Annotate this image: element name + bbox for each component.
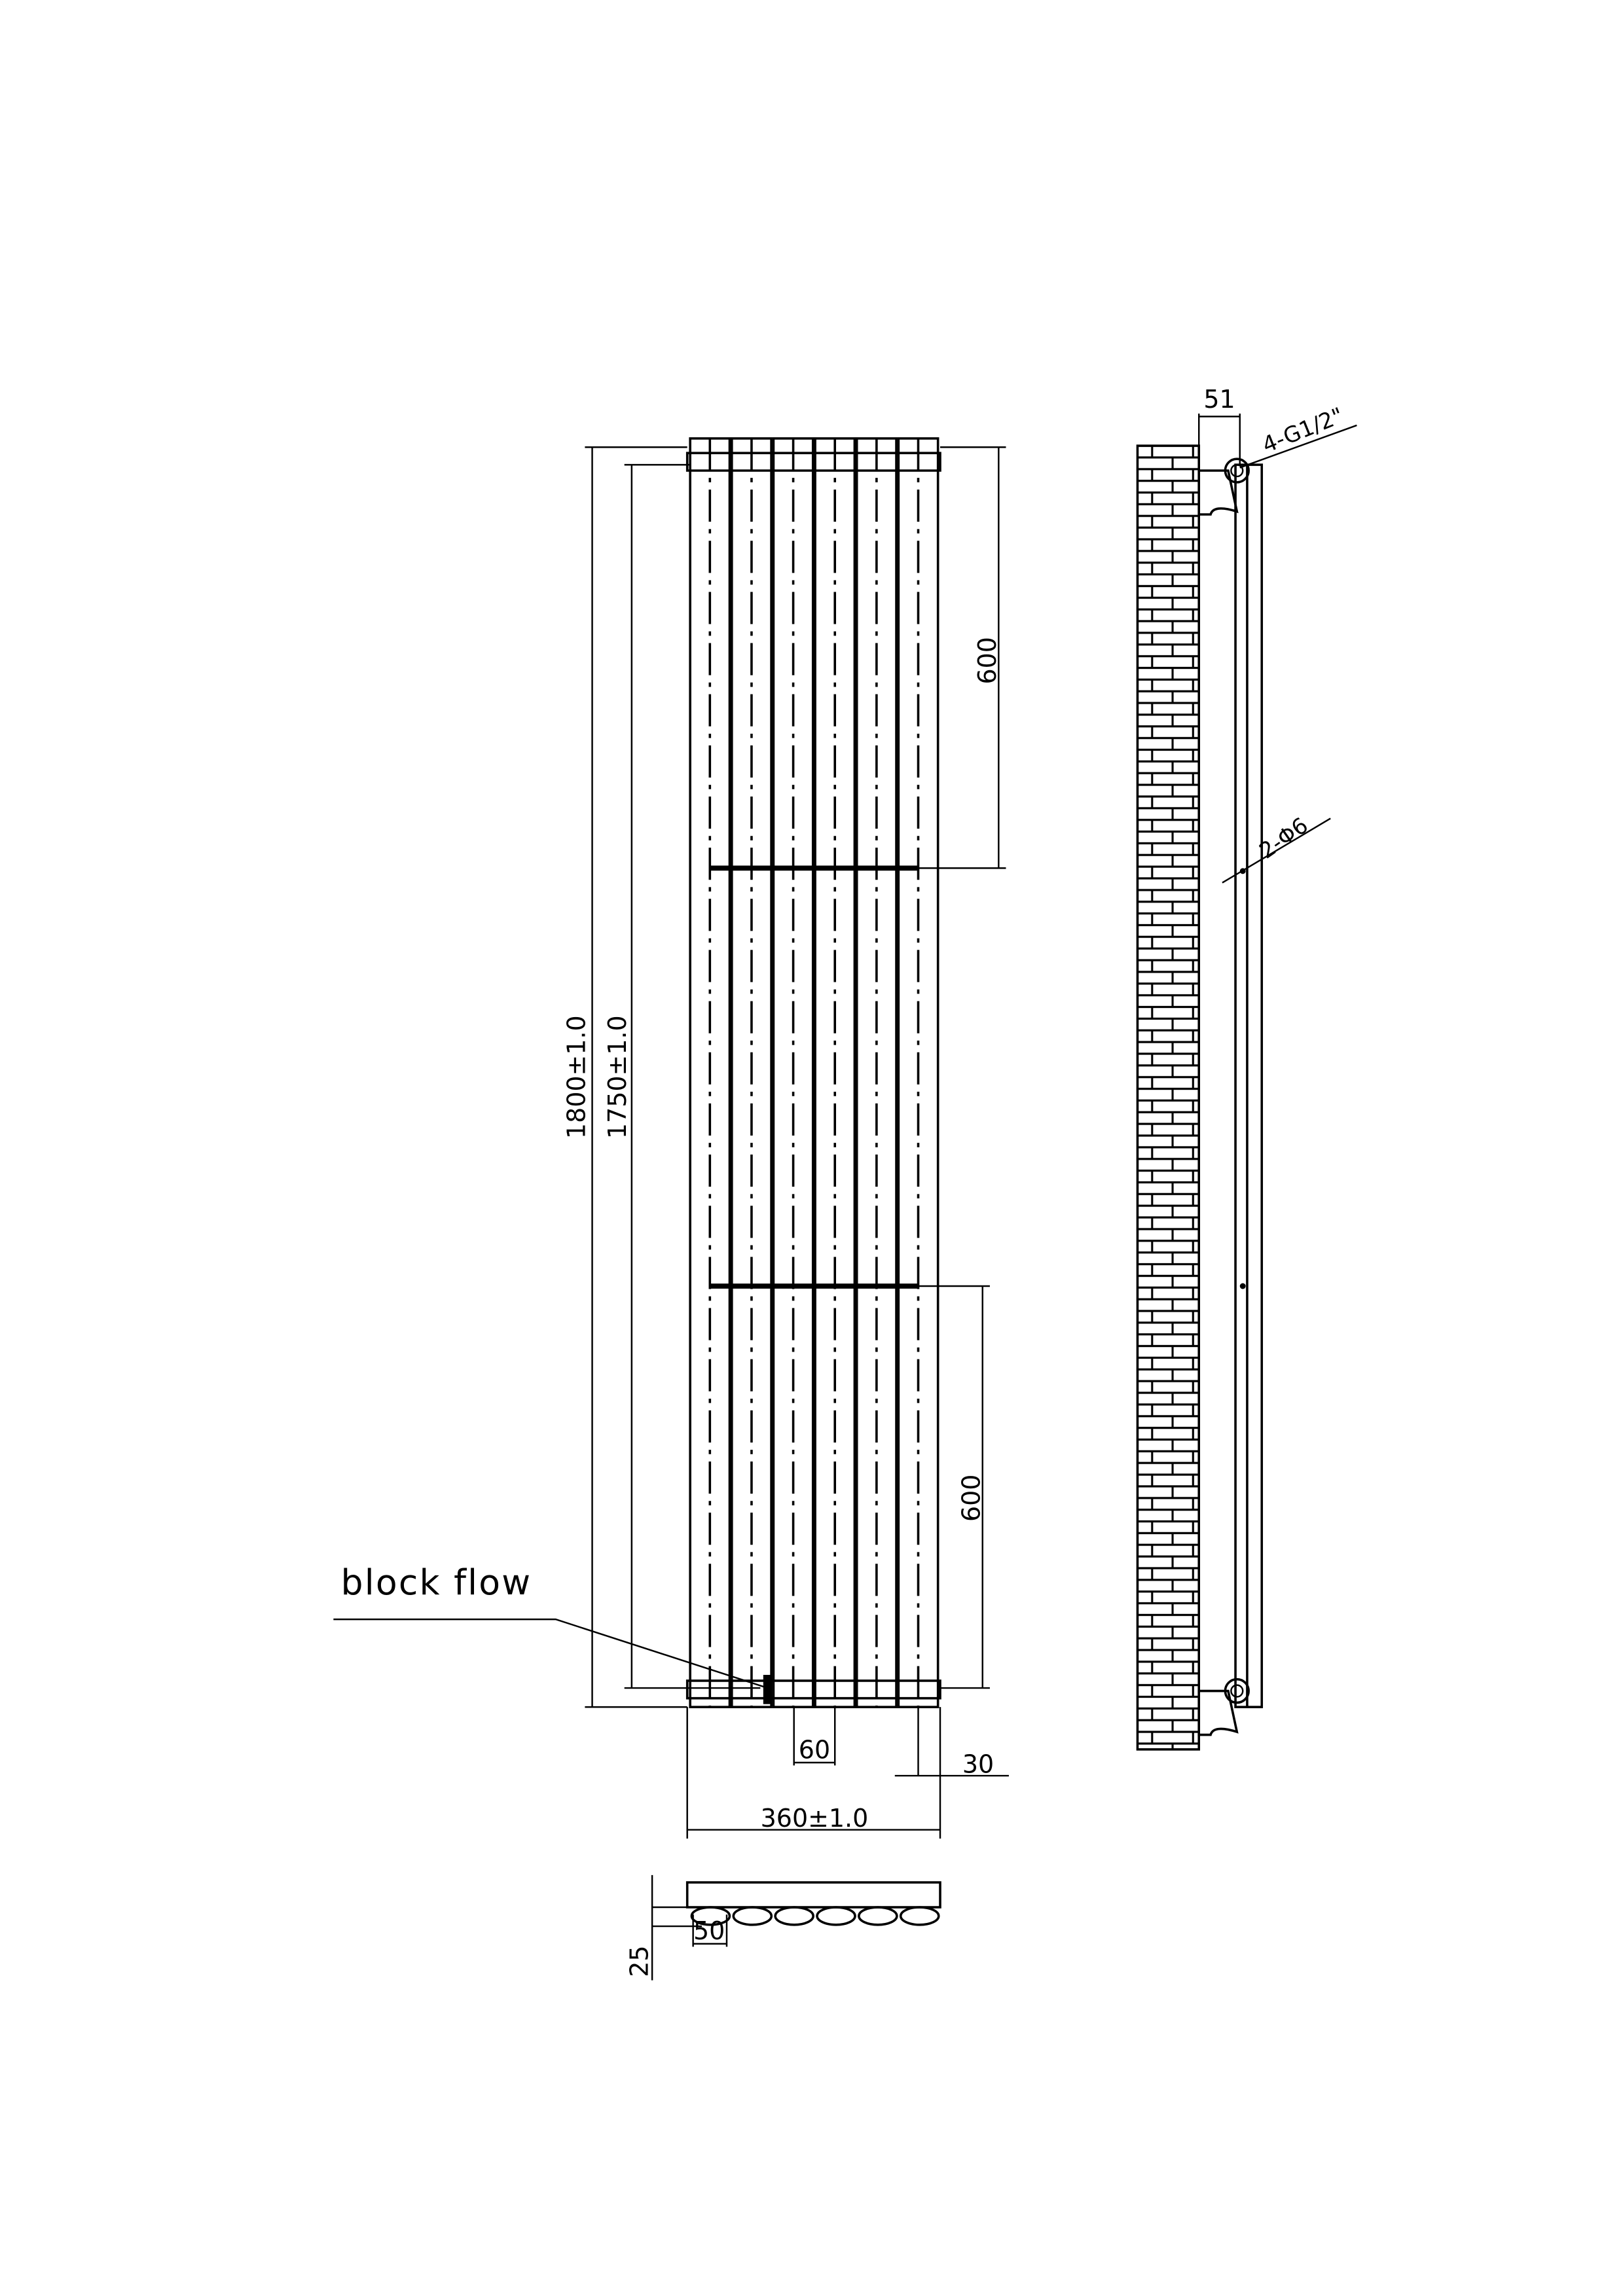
radiator-tube	[689, 437, 731, 1708]
block-flow-callout: block flow	[333, 1562, 771, 1704]
tube-section	[816, 1906, 856, 1926]
front-view	[685, 437, 941, 1708]
tube-section	[732, 1906, 773, 1926]
top-bracket	[1197, 457, 1250, 516]
wall-distance-label: 51	[1203, 385, 1235, 414]
brick-wall	[1136, 444, 1201, 1751]
tube-width-label: 50	[693, 1916, 725, 1945]
plan-view: 50 25	[625, 1874, 941, 1981]
depth-label: 25	[625, 1946, 653, 1977]
side-view: 51 4-G1/2" 2-Φ6	[1136, 385, 1357, 1751]
side-offset-label: 30	[962, 1750, 994, 1779]
connection-label: 4-G1/2"	[1258, 403, 1347, 458]
height-overall-label: 1800±1.0	[562, 1015, 591, 1139]
fixing-label: 2-Φ6	[1254, 812, 1313, 863]
tube-section	[774, 1906, 814, 1926]
bottom-bracket	[1197, 1677, 1250, 1736]
tube-section	[899, 1906, 940, 1926]
radiator-tube	[731, 437, 773, 1708]
width-overall-label: 360±1.0	[761, 1804, 869, 1833]
radiator-tube	[814, 437, 856, 1708]
height-dimensions: 1800±1.0 1750±1.0	[562, 446, 761, 1708]
bracket-bottom-label: 600	[957, 1475, 985, 1522]
tube-pitch-label: 60	[799, 1735, 830, 1764]
width-dimensions: 60 30 360±1.0	[686, 1707, 1009, 1839]
radiator-tube	[897, 437, 939, 1708]
block-flow-label: block flow	[340, 1562, 532, 1603]
bracket-top-label: 600	[973, 637, 1002, 684]
radiator-tube	[855, 437, 898, 1708]
height-centers-label: 1750±1.0	[603, 1015, 632, 1139]
tube-section	[690, 1906, 731, 1926]
bracket-dimensions: 600 600	[709, 446, 1006, 1689]
radiator-tube	[772, 437, 814, 1708]
tube-section	[858, 1906, 898, 1926]
